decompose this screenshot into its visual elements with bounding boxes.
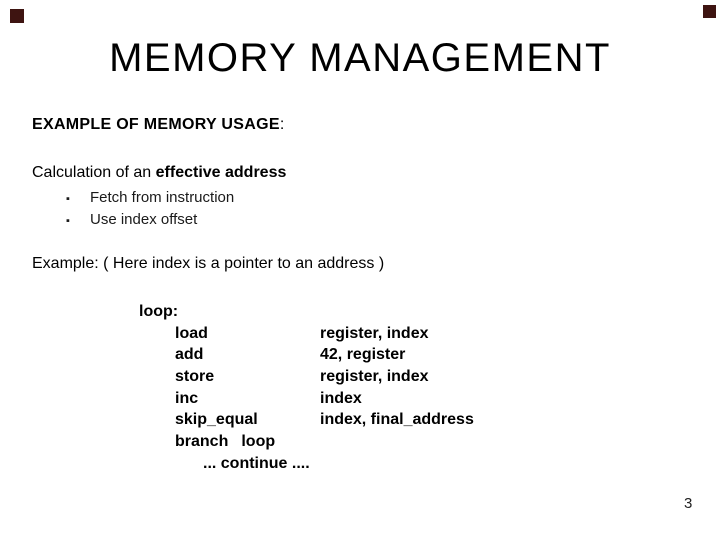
slide-title: MEMORY MANAGEMENT <box>109 36 611 80</box>
code-operand: 42, register <box>320 346 406 364</box>
page-number: 3 <box>684 495 693 512</box>
bullet-item: ▪ Use index offset <box>66 211 197 228</box>
code-block: loop: load register, index add 42, register s… <box>139 301 474 475</box>
code-comment: ... continue .... <box>203 454 310 472</box>
code-operand: register, index <box>320 368 429 386</box>
example-line: Example: ( Here index is a pointer to an… <box>32 255 385 272</box>
subheading-bold: effective address <box>155 164 287 181</box>
code-line: add 42, register <box>139 344 405 366</box>
code-mnemonic: branch <box>175 433 229 451</box>
code-line: loop: <box>139 301 310 323</box>
section-heading-colon: : <box>279 116 285 133</box>
code-mnemonic: store <box>175 368 215 386</box>
decor-square-top-right <box>703 5 716 18</box>
code-operand: register, index <box>320 324 429 342</box>
bullet-item: ▪ Fetch from instruction <box>66 189 234 206</box>
code-line: load register, index <box>139 323 429 345</box>
code-line: branch loop <box>139 431 310 453</box>
code-operand: index, final_address <box>320 411 474 429</box>
subheading-prefix: Calculation of an <box>32 164 156 181</box>
code-mnemonic: load <box>175 324 208 342</box>
code-mnemonic: skip_equal <box>175 411 258 429</box>
code-line: store register, index <box>139 366 429 388</box>
code-line: ... continue .... <box>139 453 310 475</box>
code-label: loop: <box>139 303 179 320</box>
code-mnemonic: inc <box>175 389 199 407</box>
code-operand: index <box>320 389 362 407</box>
section-heading: EXAMPLE OF MEMORY USAGE: <box>32 116 284 134</box>
decor-square-top-left <box>10 9 24 23</box>
code-mnemonic: add <box>175 346 204 364</box>
square-bullet-icon: ▪ <box>66 193 70 205</box>
bullet-text: Fetch from instruction <box>90 189 235 206</box>
code-line: skip_equal index, final_address <box>139 409 474 431</box>
code-operand: loop <box>241 433 276 451</box>
subheading: Calculation of an effective address <box>32 164 286 182</box>
code-line: inc index <box>139 388 362 410</box>
section-heading-text: EXAMPLE OF MEMORY USAGE <box>32 116 280 133</box>
bullet-text: Use index offset <box>90 211 198 228</box>
square-bullet-icon: ▪ <box>66 215 70 227</box>
